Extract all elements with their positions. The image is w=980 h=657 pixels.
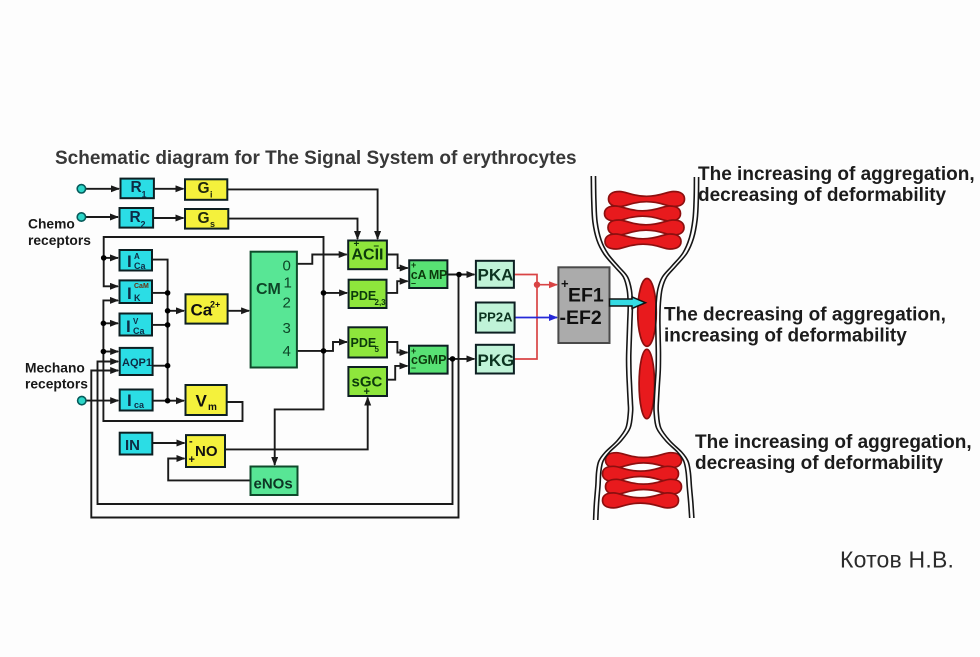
svg-text:+: + [364, 386, 370, 398]
svg-text:ca: ca [134, 400, 145, 410]
svg-text:+: + [411, 260, 416, 270]
svg-text:A: A [134, 252, 140, 261]
svg-text:Schematic diagram for The Sign: Schematic diagram for The Signal System … [55, 148, 577, 169]
svg-text:PKG: PKG [478, 351, 515, 370]
svg-text:PKA: PKA [478, 266, 514, 285]
svg-text:-: - [189, 436, 193, 448]
svg-text:4: 4 [283, 343, 291, 360]
svg-text:eNOs: eNOs [254, 476, 293, 493]
svg-text:V: V [133, 317, 139, 326]
svg-text:–: – [374, 241, 380, 252]
svg-text:decreasing of deformability: decreasing of deformability [695, 453, 944, 474]
svg-text:I: I [126, 317, 131, 336]
svg-text:I: I [127, 252, 132, 271]
svg-text:+: + [189, 454, 195, 466]
svg-text:Mechano: Mechano [25, 361, 85, 376]
svg-text:receptors: receptors [25, 377, 88, 392]
svg-text:2+: 2+ [210, 300, 220, 310]
svg-text:CM: CM [256, 281, 281, 298]
svg-text:K: K [134, 293, 141, 303]
svg-text:1: 1 [284, 275, 292, 292]
svg-text:–: – [411, 278, 416, 288]
svg-text:Ca: Ca [134, 261, 146, 271]
svg-text:0: 0 [283, 258, 291, 275]
svg-text:-EF2: -EF2 [560, 307, 602, 329]
svg-text:Ca: Ca [191, 301, 213, 320]
svg-text:sGC: sGC [352, 374, 383, 391]
svg-text:PP2A: PP2A [479, 310, 514, 325]
svg-text:NO: NO [195, 443, 218, 460]
svg-text:+: + [354, 239, 360, 250]
svg-text:2: 2 [283, 294, 291, 311]
svg-text:EF1: EF1 [568, 285, 604, 307]
svg-text:The decreasing of aggregation,: The decreasing of aggregation, [664, 305, 946, 326]
svg-text:V: V [196, 392, 208, 411]
svg-text:G: G [198, 210, 210, 227]
svg-text:m: m [208, 402, 217, 413]
svg-text:I: I [127, 284, 132, 303]
svg-text:I: I [127, 391, 132, 410]
svg-text:IN: IN [125, 437, 140, 454]
svg-text:The increasing of aggregation,: The increasing of aggregation, [695, 432, 972, 453]
svg-text:3: 3 [283, 320, 291, 337]
svg-text:Ca: Ca [133, 326, 145, 336]
svg-text:Котов Н.В.: Котов Н.В. [840, 547, 954, 573]
svg-text:G: G [198, 180, 210, 197]
svg-text:+: + [561, 276, 569, 291]
svg-text:2,3: 2,3 [375, 298, 387, 307]
svg-text:s: s [210, 219, 215, 229]
svg-text:Chemo: Chemo [28, 217, 75, 232]
svg-text:receptors: receptors [28, 233, 91, 248]
svg-text:R: R [131, 179, 142, 196]
svg-text:ACII: ACII [352, 247, 384, 264]
svg-text:2: 2 [141, 219, 146, 229]
svg-text:CaM: CaM [134, 283, 149, 290]
svg-text:increasing of deformability: increasing of deformability [664, 326, 907, 347]
svg-text:1: 1 [142, 190, 147, 200]
svg-text:PDE: PDE [351, 289, 377, 303]
svg-text:cA MP: cA MP [411, 268, 447, 282]
svg-text:cGMP: cGMP [411, 353, 446, 367]
svg-text:–: – [411, 363, 416, 373]
svg-text:5: 5 [375, 345, 380, 354]
svg-text:decreasing of deformability: decreasing of deformability [698, 185, 947, 206]
svg-text:R: R [130, 209, 141, 226]
svg-text:The increasing of aggregation,: The increasing of aggregation, [698, 164, 975, 185]
svg-text:PDE: PDE [351, 336, 377, 350]
svg-text:+: + [411, 346, 416, 356]
svg-text:AQP1: AQP1 [122, 357, 152, 369]
svg-text:i: i [210, 190, 213, 200]
